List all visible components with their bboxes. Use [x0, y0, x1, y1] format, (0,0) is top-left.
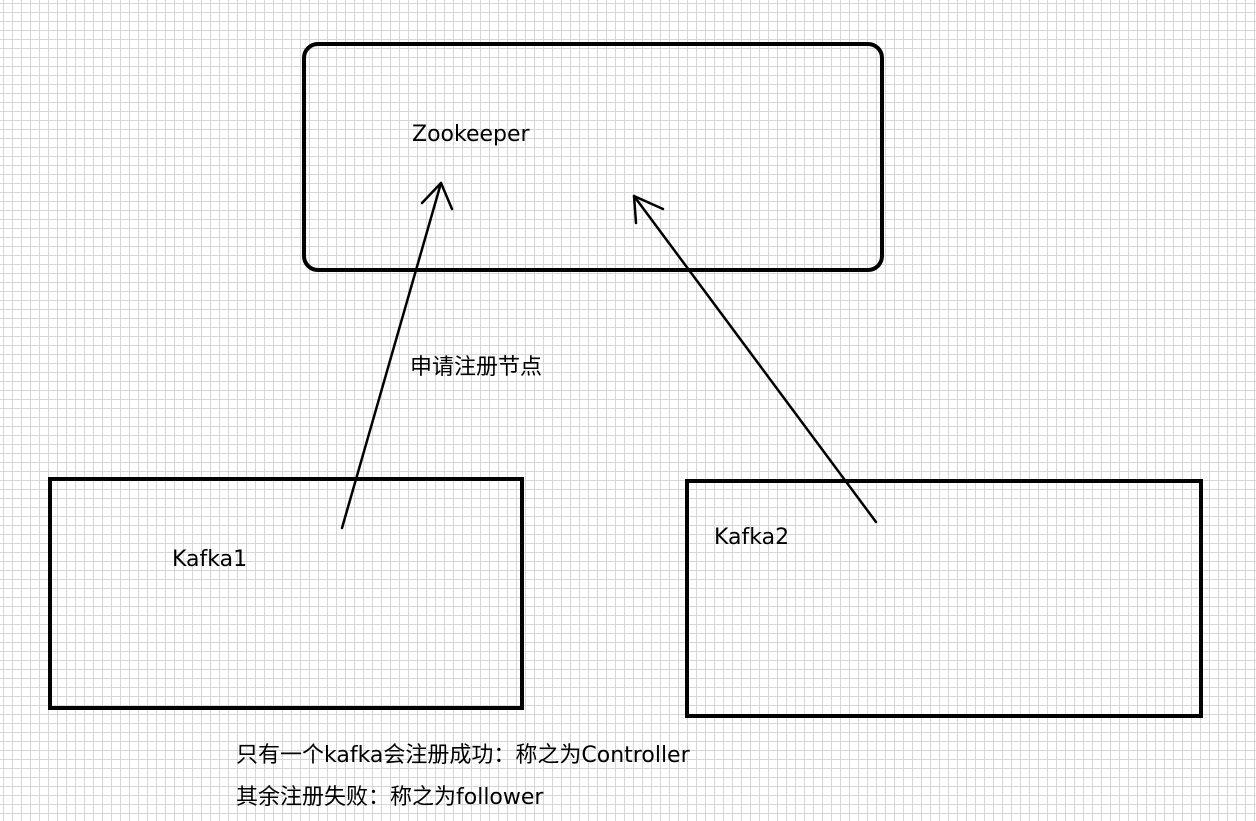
- kafka1-arrow-shaft: [340, 181, 443, 530]
- kafka2-label: Kafka2: [714, 525, 790, 550]
- kafka1-label: Kafka1: [172, 547, 248, 572]
- kafka1-node: [48, 477, 524, 710]
- register-request-label: 申请注册节点: [410, 355, 543, 380]
- kafka1-arrowhead: [420, 181, 454, 211]
- kafka2-node: [685, 479, 1203, 718]
- kafka2-arrowhead: [632, 194, 665, 225]
- follower-note: 其余注册失败：称之为follower: [236, 785, 544, 810]
- zookeeper-label: Zookeeper: [412, 122, 530, 147]
- zookeeper-node: [302, 42, 884, 272]
- kafka2-arrow-shaft: [632, 194, 878, 524]
- controller-note: 只有一个kafka会注册成功：称之为Controller: [236, 743, 690, 768]
- kafka2-to-zookeeper-arrow: [632, 194, 878, 524]
- kafka1-to-zookeeper-arrow: [340, 181, 454, 530]
